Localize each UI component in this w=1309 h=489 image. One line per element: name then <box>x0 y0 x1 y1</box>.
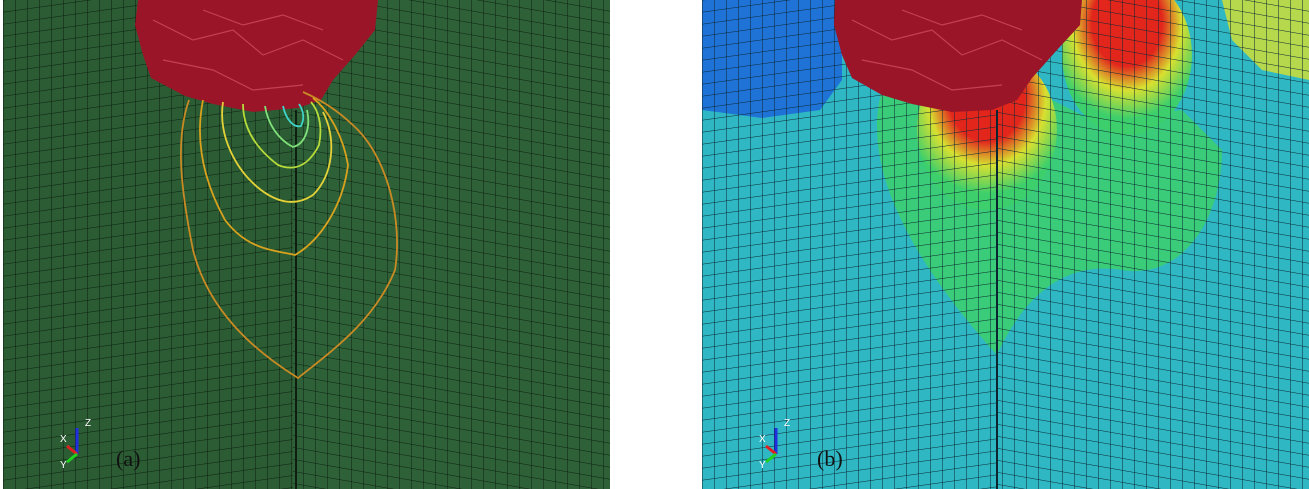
figure-panel-b: Z X Y (b) <box>702 0 1309 489</box>
y-axis-label: Y <box>60 460 67 470</box>
stress-contours <box>180 91 398 380</box>
x-axis-label: X <box>759 434 766 445</box>
z-axis-label: Z <box>784 418 790 429</box>
mesh-render-b <box>702 0 1309 489</box>
mesh-render-a <box>3 0 610 489</box>
y-axis-arrow <box>66 452 78 464</box>
axis-triad-b: Z X Y <box>759 418 790 470</box>
debris-cluster-b <box>834 0 1082 112</box>
axis-triad-a: Z X Y <box>60 418 91 470</box>
z-axis-label: Z <box>85 418 91 429</box>
x-axis-arrow <box>66 444 78 456</box>
y-axis-arrow <box>765 452 777 464</box>
x-axis-arrow <box>765 444 777 456</box>
x-axis-label: X <box>60 434 67 445</box>
panel-label-a: (a) <box>116 446 141 471</box>
panel-label-b: (b) <box>817 446 843 471</box>
y-axis-label: Y <box>759 460 766 470</box>
figure-panel-a: Z X Y (a) <box>3 0 610 489</box>
